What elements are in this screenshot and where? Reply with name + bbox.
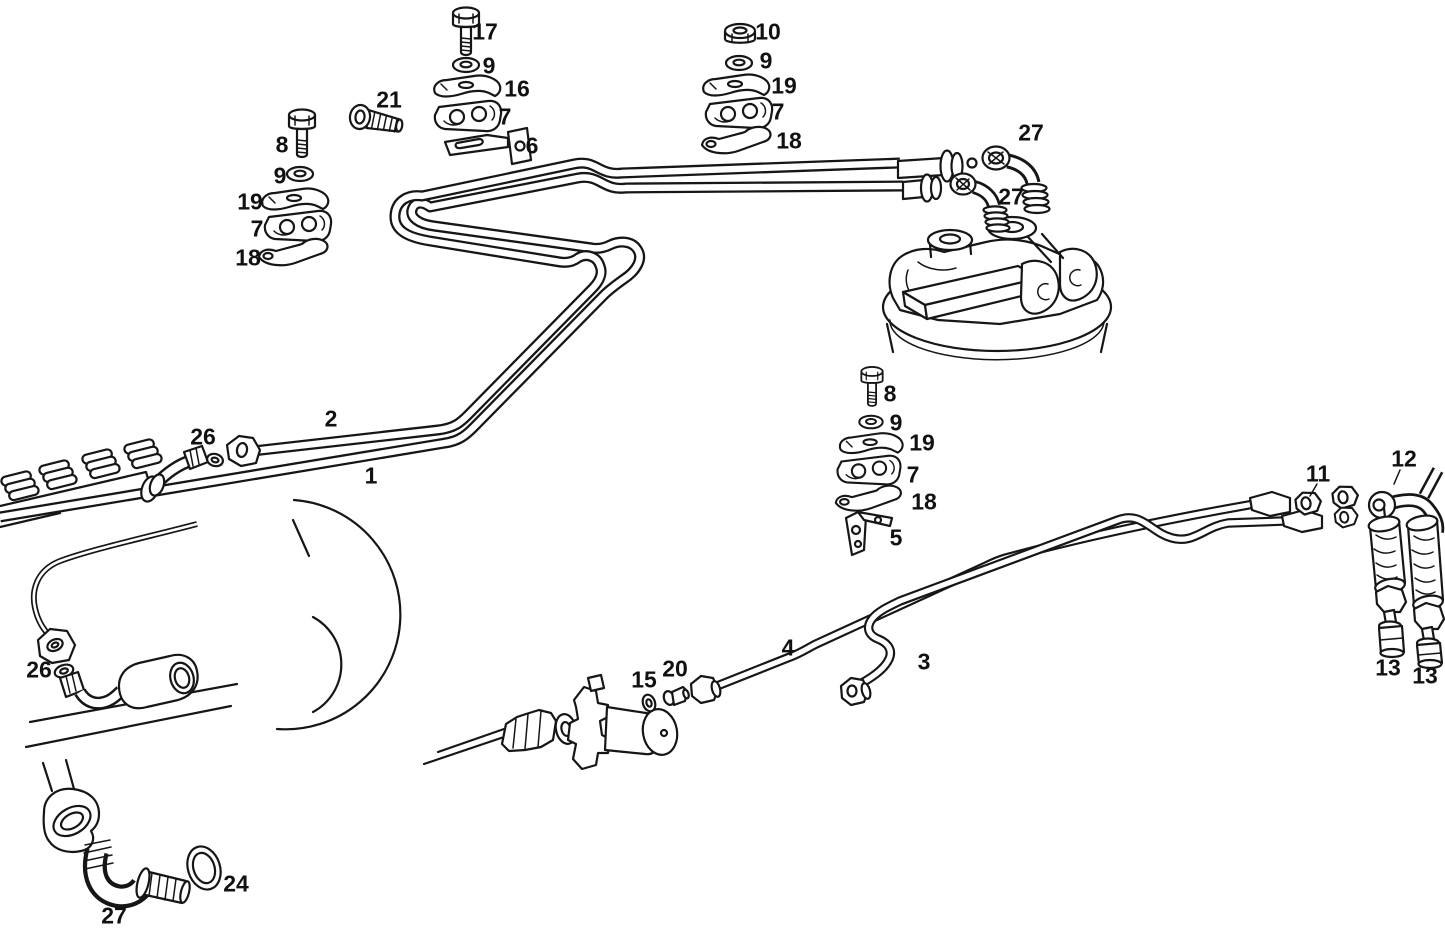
pump-union-group xyxy=(140,434,262,503)
elbow-fittings-27 xyxy=(949,145,1051,233)
fuel-line-3 xyxy=(850,513,1285,693)
insulator-7 xyxy=(263,209,333,243)
clamp-19 xyxy=(261,187,330,211)
nut-10 xyxy=(723,22,757,44)
injection-pump xyxy=(0,436,402,749)
supply-fitting xyxy=(500,708,558,753)
bolt-17 xyxy=(451,6,481,57)
clamp-19 xyxy=(702,73,771,97)
valve-block xyxy=(566,685,612,771)
delivery-valve-port xyxy=(80,446,122,482)
return-hose-group xyxy=(41,758,222,909)
line-3-nut xyxy=(839,676,872,707)
washer-9 xyxy=(285,165,315,183)
washer-9 xyxy=(451,56,481,74)
insulator-7 xyxy=(836,454,902,486)
delivery-valve-port xyxy=(37,457,79,493)
fuel-line-4 xyxy=(715,499,1255,691)
insulator-7 xyxy=(433,99,503,133)
union-nut-11 xyxy=(1330,483,1361,511)
clamp-18 xyxy=(834,484,902,512)
hose-assembly-right xyxy=(1248,467,1445,670)
mounting-stack-top-right xyxy=(700,22,774,155)
washer-9 xyxy=(858,414,884,430)
insulator-7 xyxy=(704,96,774,130)
pressure-valve-assembly xyxy=(422,673,690,771)
bracket-6 xyxy=(443,126,533,166)
bracket-5 xyxy=(844,510,894,557)
mounting-stack-filter xyxy=(834,366,904,557)
mounting-stack-top-center xyxy=(433,6,533,166)
cone-fitting xyxy=(1248,490,1292,518)
clamp-18 xyxy=(257,237,329,267)
union-nut-11 xyxy=(1332,504,1360,530)
hose-nut xyxy=(1374,584,1408,614)
bolt-8 xyxy=(860,366,884,407)
mounting-stack-left xyxy=(257,103,404,267)
bolt-21 xyxy=(348,103,404,133)
washer-9 xyxy=(724,54,754,72)
braided-hose xyxy=(1406,518,1445,608)
line-4-nut xyxy=(689,674,722,705)
filter-lug xyxy=(1058,247,1098,302)
hose-nut xyxy=(1412,601,1445,631)
clamp-16 xyxy=(433,74,502,98)
overflow-line-group xyxy=(30,521,199,710)
clamp-19 xyxy=(838,432,904,455)
clamp-18 xyxy=(700,125,772,155)
fuel-filter xyxy=(881,215,1113,361)
bolt-8 xyxy=(287,108,317,159)
fuel-line-2 xyxy=(252,157,901,457)
filter-pipe-fittings xyxy=(896,149,978,203)
fuel-line-1 xyxy=(0,171,904,523)
delivery-valve-port xyxy=(122,436,164,472)
